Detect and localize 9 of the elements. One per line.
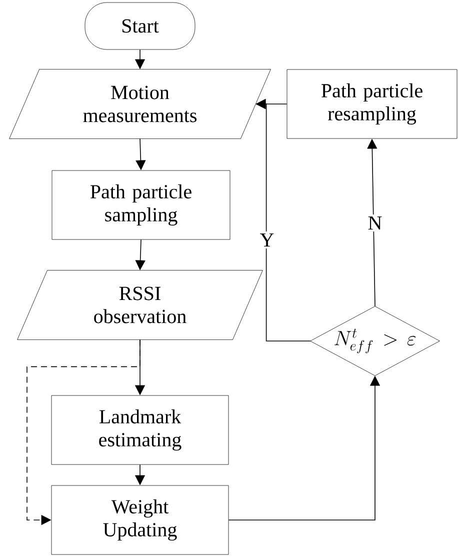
process-box: Path particle sampling <box>52 170 230 240</box>
input-parallelogram: RSSI observation <box>17 270 263 340</box>
edge-label: Y <box>258 231 276 249</box>
terminal-box: Start <box>84 2 196 50</box>
input-parallelogram: Motion measurements <box>9 69 271 139</box>
edge-label: N <box>366 214 384 232</box>
process-box: Path particle resampling <box>286 69 458 139</box>
process-box: Landmark estimating <box>51 395 229 465</box>
process-box: Weight Updating <box>51 485 229 555</box>
